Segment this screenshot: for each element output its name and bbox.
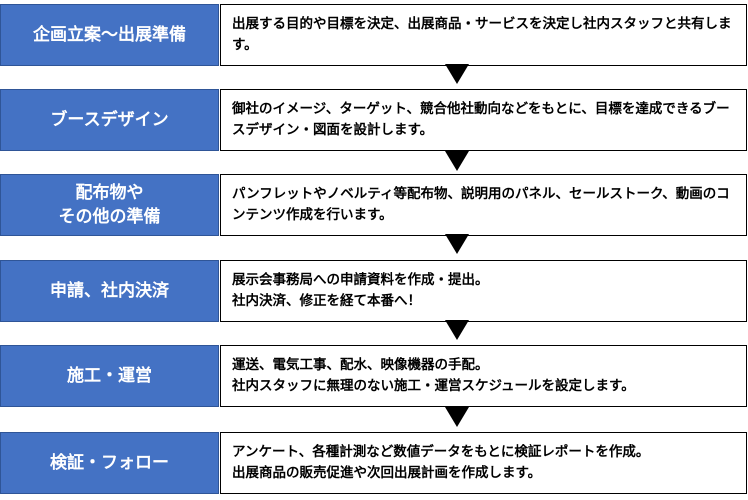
down-arrow-icon (445, 407, 469, 427)
step-4: 申請、社内決済 展示会事務局への申請資料を作成・提出。 社内決済、修正を経て本番… (0, 260, 748, 322)
step-6-description: アンケート、各種計測など数値データをもとに検証レポートを作成。 出展商品の販売促… (220, 432, 747, 494)
step-3: 配布物や その他の準備 パンフレットやノベルティ等配布物、説明用のパネル、セール… (0, 174, 748, 236)
step-2-label: ブースデザイン (0, 89, 219, 151)
step-4-description: 展示会事務局への申請資料を作成・提出。 社内決済、修正を経て本番へ！ (220, 260, 747, 322)
step-6-label: 検証・フォロー (0, 432, 219, 494)
step-4-label: 申請、社内決済 (0, 260, 219, 322)
step-1-label: 企画立案～出展準備 (0, 4, 219, 66)
step-1: 企画立案～出展準備 出展する目的や目標を決定、出展商品・サービスを決定し社内スタ… (0, 4, 748, 66)
step-2-description: 御社のイメージ、ターゲット、競合他社動向などをもとに、目標を達成できるブースデザ… (220, 89, 747, 151)
step-3-label: 配布物や その他の準備 (0, 174, 219, 236)
step-5-label: 施工・運営 (0, 345, 219, 407)
step-5-description: 運送、電気工事、配水、映像機器の手配。 社内スタッフに無理のない施工・運営スケジ… (220, 345, 747, 407)
down-arrow-icon (445, 151, 469, 171)
step-1-description: 出展する目的や目標を決定、出展商品・サービスを決定し社内スタッフと共有します。 (220, 4, 747, 66)
step-3-description: パンフレットやノベルティ等配布物、説明用のパネル、セールストーク、動画のコンテン… (220, 174, 747, 236)
step-6: 検証・フォロー アンケート、各種計測など数値データをもとに検証レポートを作成。 … (0, 432, 748, 494)
step-5: 施工・運営 運送、電気工事、配水、映像機器の手配。 社内スタッフに無理のない施工… (0, 345, 748, 407)
down-arrow-icon (445, 320, 469, 340)
down-arrow-icon (445, 234, 469, 254)
down-arrow-icon (445, 64, 469, 84)
step-2: ブースデザイン 御社のイメージ、ターゲット、競合他社動向などをもとに、目標を達成… (0, 89, 748, 151)
